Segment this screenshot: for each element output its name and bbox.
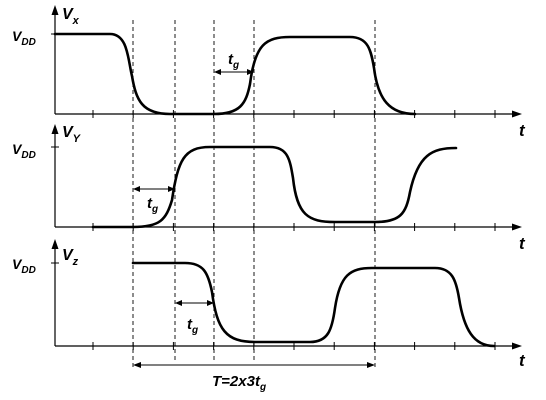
delay-arrow-head-icon — [175, 300, 182, 306]
x-axis-arrow-icon — [512, 110, 522, 118]
period-arrow-head-icon — [367, 362, 375, 368]
delay-arrow-head-icon — [133, 186, 140, 192]
period-arrow-head-icon — [133, 362, 141, 368]
panel-x: VDD Vx t tg — [12, 5, 526, 140]
supply-label: VDD — [12, 141, 36, 161]
panel-z: VDD Vz t tg — [12, 239, 526, 370]
y-axis-arrow-icon — [51, 5, 59, 15]
supply-label: VDD — [12, 256, 36, 276]
delay-label: tg — [228, 51, 239, 71]
signal-label: VY — [62, 124, 82, 145]
y-axis-arrow-icon — [51, 239, 59, 249]
x-axis-arrow-icon — [512, 223, 522, 231]
delay-label: tg — [187, 316, 198, 336]
x-axis-arrow-icon — [512, 342, 522, 350]
waveform-vx — [53, 32, 417, 116]
delay-arrow-head-icon — [168, 186, 175, 192]
delay-arrow-head-icon — [207, 300, 214, 306]
period-label: T=2x3tg — [212, 373, 266, 393]
waveform-vz — [131, 261, 496, 348]
supply-label: VDD — [12, 28, 36, 48]
period-annotation: T=2x3tg — [133, 362, 375, 393]
delay-arrow-head-icon — [214, 69, 221, 75]
delay-label: tg — [147, 195, 158, 215]
time-axis-label: t — [519, 351, 526, 370]
time-axis-label: t — [519, 234, 526, 253]
signal-label: Vz — [62, 247, 79, 268]
time-axis-label: t — [519, 121, 526, 140]
waveform-vy — [91, 145, 458, 229]
signal-label: Vx — [62, 6, 80, 27]
guide-lines — [132, 20, 376, 370]
panel-y: VDD VY t tg — [12, 124, 526, 253]
delay-arrow-head-icon — [247, 69, 254, 75]
y-axis-arrow-icon — [51, 124, 59, 134]
